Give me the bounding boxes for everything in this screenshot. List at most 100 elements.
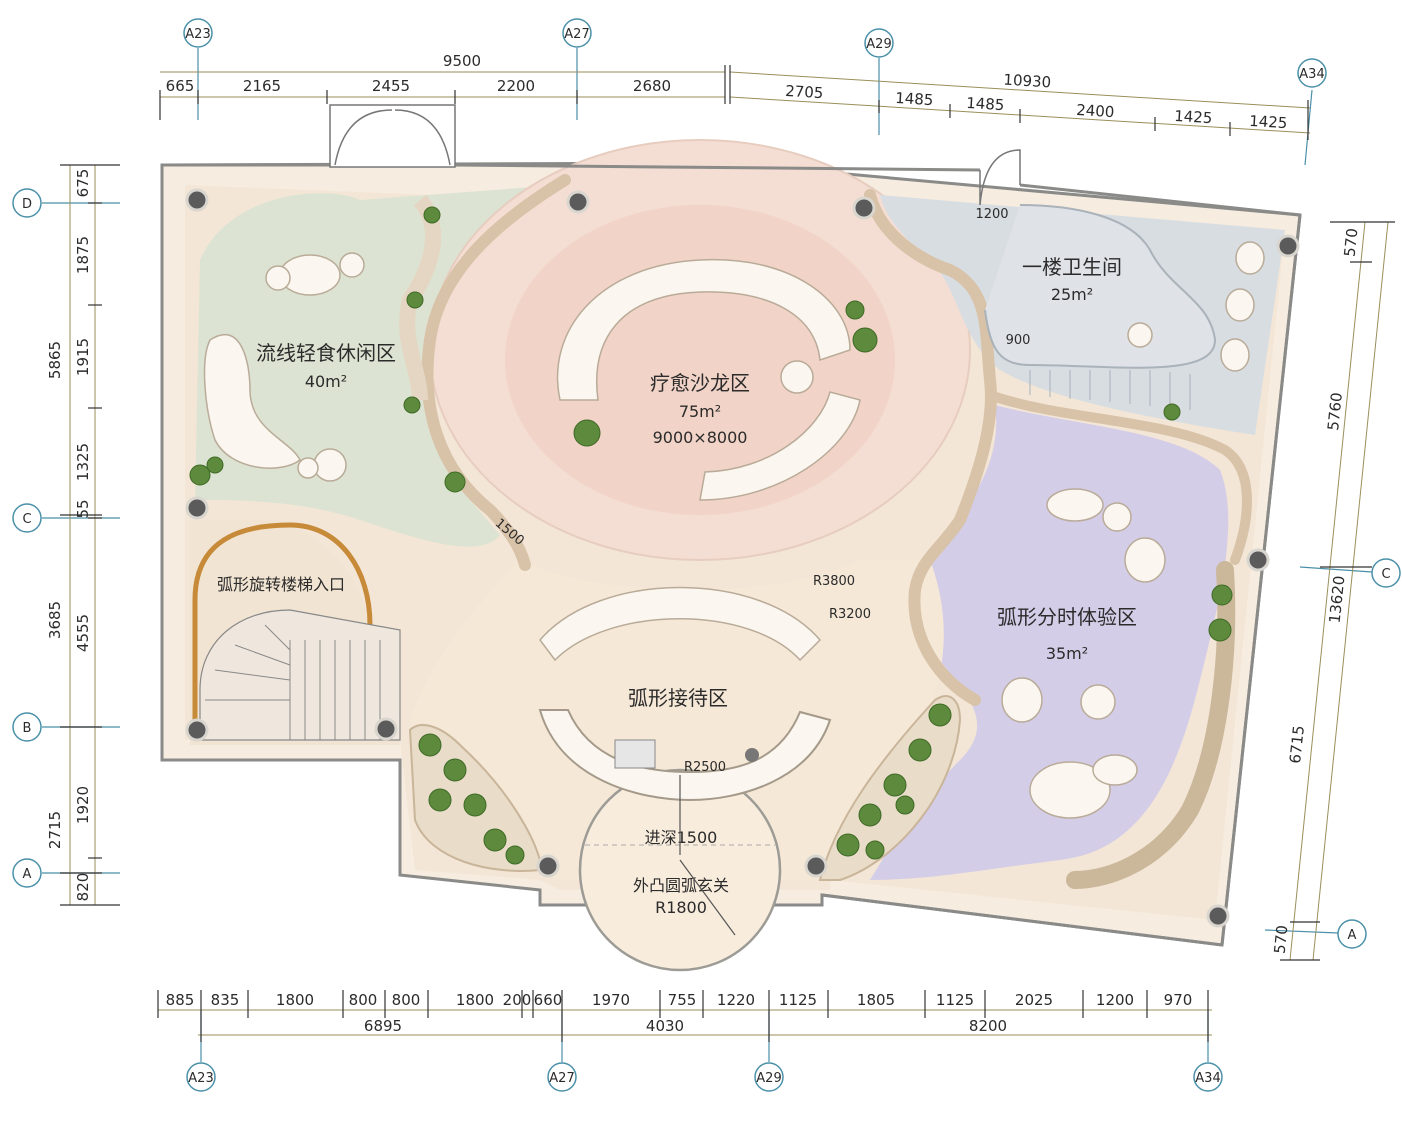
grid-bubble-c-left: C <box>12 503 42 533</box>
exp-lounge-lower[interactable] <box>1029 754 1138 819</box>
exp-name: 弧形分时体验区 <box>997 605 1137 629</box>
dim-left-inner-1: 675 <box>74 169 92 198</box>
annotation-r3200: R3200 <box>829 607 871 622</box>
grid-bubble-a34-top: A34 <box>1297 58 1327 88</box>
dim-left-inner-5: 55 <box>74 499 92 518</box>
exp-upper-wall <box>985 390 1252 565</box>
svg-text:A23: A23 <box>185 27 210 42</box>
dim-bottom-13: 1805 <box>857 991 895 1009</box>
dim-bottom-14: 1125 <box>936 991 974 1009</box>
reception-name: 弧形接待区 <box>628 686 728 710</box>
planter-salon-left <box>444 419 601 493</box>
dim-left-outer-3: 2715 <box>46 811 64 849</box>
dim-left-inner-8: 820 <box>74 873 92 902</box>
svg-text:C: C <box>22 512 31 527</box>
wc-door[interactable] <box>979 149 1021 206</box>
grid-bubble-b: B <box>12 712 42 742</box>
svg-text:A34: A34 <box>1195 1071 1220 1086</box>
svg-text:B: B <box>23 721 32 736</box>
dim-bottom-5: 800 <box>392 991 421 1009</box>
salon-name: 疗愈沙龙区 <box>650 371 750 395</box>
salon-size: 9000×8000 <box>653 428 748 447</box>
spiral-stair[interactable] <box>199 609 401 741</box>
dim-top-left-2: 2165 <box>243 77 281 95</box>
planter-lower-left-plants <box>418 733 525 865</box>
east-wall <box>1220 214 1302 946</box>
dim-right-3: 13620 <box>1326 575 1349 624</box>
dim-bottom-17: 970 <box>1164 991 1193 1009</box>
exp-stools[interactable] <box>1001 677 1116 723</box>
salon-curved-sofa[interactable] <box>556 258 851 401</box>
svg-text:A: A <box>1348 928 1357 943</box>
dim-bottom-15: 2025 <box>1015 991 1053 1009</box>
svg-text:C: C <box>1381 567 1390 582</box>
salon-side-table <box>780 360 814 394</box>
dim-total-right: 10930 <box>1003 71 1052 92</box>
snack-area: 40m² <box>305 372 347 391</box>
stair-curved-rail <box>192 522 373 740</box>
grid-bubble-a23-top: A23 <box>183 18 213 48</box>
svg-text:A27: A27 <box>549 1071 574 1086</box>
grid-bubble-a27-bottom: A27 <box>547 1062 577 1092</box>
grid-axes-bottom <box>200 1010 1209 1062</box>
dim-top-right-5: 1425 <box>1174 107 1213 127</box>
north-double-door[interactable] <box>329 104 456 168</box>
annotation-1200: 1200 <box>975 207 1008 222</box>
dim-bottom-16: 1200 <box>1096 991 1134 1009</box>
grid-bubble-a-right: A <box>1337 919 1367 949</box>
dim-right-4: 6715 <box>1286 725 1308 765</box>
grid-bubble-a34-bottom: A34 <box>1193 1062 1223 1092</box>
dim-top-right-6: 1425 <box>1249 112 1288 132</box>
planter-lower-right-plants <box>836 703 952 860</box>
reception-phone <box>745 748 759 762</box>
grid-bubble-a29-top: A29 <box>864 28 894 58</box>
planter-exp-east <box>1163 403 1233 642</box>
snack-salon-partition <box>421 174 571 571</box>
snack-dining-set[interactable] <box>265 252 365 296</box>
dim-bottom-4: 800 <box>349 991 378 1009</box>
svg-text:A27: A27 <box>564 27 589 42</box>
dim-bottom-7: 200 <box>503 991 532 1009</box>
grid-bubble-c-right: C <box>1371 558 1401 588</box>
dim-top-right-1: 2705 <box>785 82 824 102</box>
dim-top-left-3: 2455 <box>372 77 410 95</box>
foyer-radius-line <box>679 859 736 936</box>
annotation-r2500: R2500 <box>684 760 726 775</box>
dim-bottom-3: 1800 <box>276 991 314 1009</box>
salon-wc-partition <box>864 189 997 706</box>
dim-bottom-12: 1125 <box>779 991 817 1009</box>
planter-salon-right <box>845 300 878 353</box>
exp-lounge-upper[interactable] <box>1046 488 1166 583</box>
exp-area: 35m² <box>1046 644 1088 663</box>
svg-text:D: D <box>22 197 32 212</box>
snack-name: 流线轻食休闲区 <box>256 341 396 365</box>
dim-top-right-4: 2400 <box>1076 101 1115 121</box>
svg-text:A: A <box>23 867 32 882</box>
dim-left-inner-4: 1325 <box>74 443 92 481</box>
snack-lounge-sofa[interactable] <box>203 333 301 469</box>
grid-axes-right <box>1264 566 1373 934</box>
structural-columns <box>185 188 1300 928</box>
dim-right-5: 570 <box>1271 924 1292 954</box>
salon-area: 75m² <box>679 402 721 421</box>
dim-right-1: 570 <box>1341 227 1362 257</box>
grid-bubble-a-left: A <box>12 858 42 888</box>
wc-inner-wall <box>984 204 1217 369</box>
foyer-depth: 进深1500 <box>645 828 718 847</box>
left-dimension-lines <box>60 164 120 906</box>
dim-bottom-total-2: 4030 <box>646 1017 684 1035</box>
grid-bubble-a27-top: A27 <box>562 18 592 48</box>
salon-lower-sofa[interactable] <box>699 391 861 501</box>
dim-top-left-5: 2680 <box>633 77 671 95</box>
svg-text:A29: A29 <box>866 37 891 52</box>
annotation-900: 900 <box>1006 333 1031 348</box>
reception-bench-outer <box>539 586 822 662</box>
grid-axes-left <box>42 202 120 874</box>
dim-bottom-9: 1970 <box>592 991 630 1009</box>
dim-bottom-11: 1220 <box>717 991 755 1009</box>
snack-round-tables[interactable] <box>297 448 347 482</box>
dim-left-inner-3: 1915 <box>74 338 92 376</box>
dim-right-2: 5760 <box>1324 392 1346 432</box>
dim-bottom-2: 835 <box>211 991 240 1009</box>
